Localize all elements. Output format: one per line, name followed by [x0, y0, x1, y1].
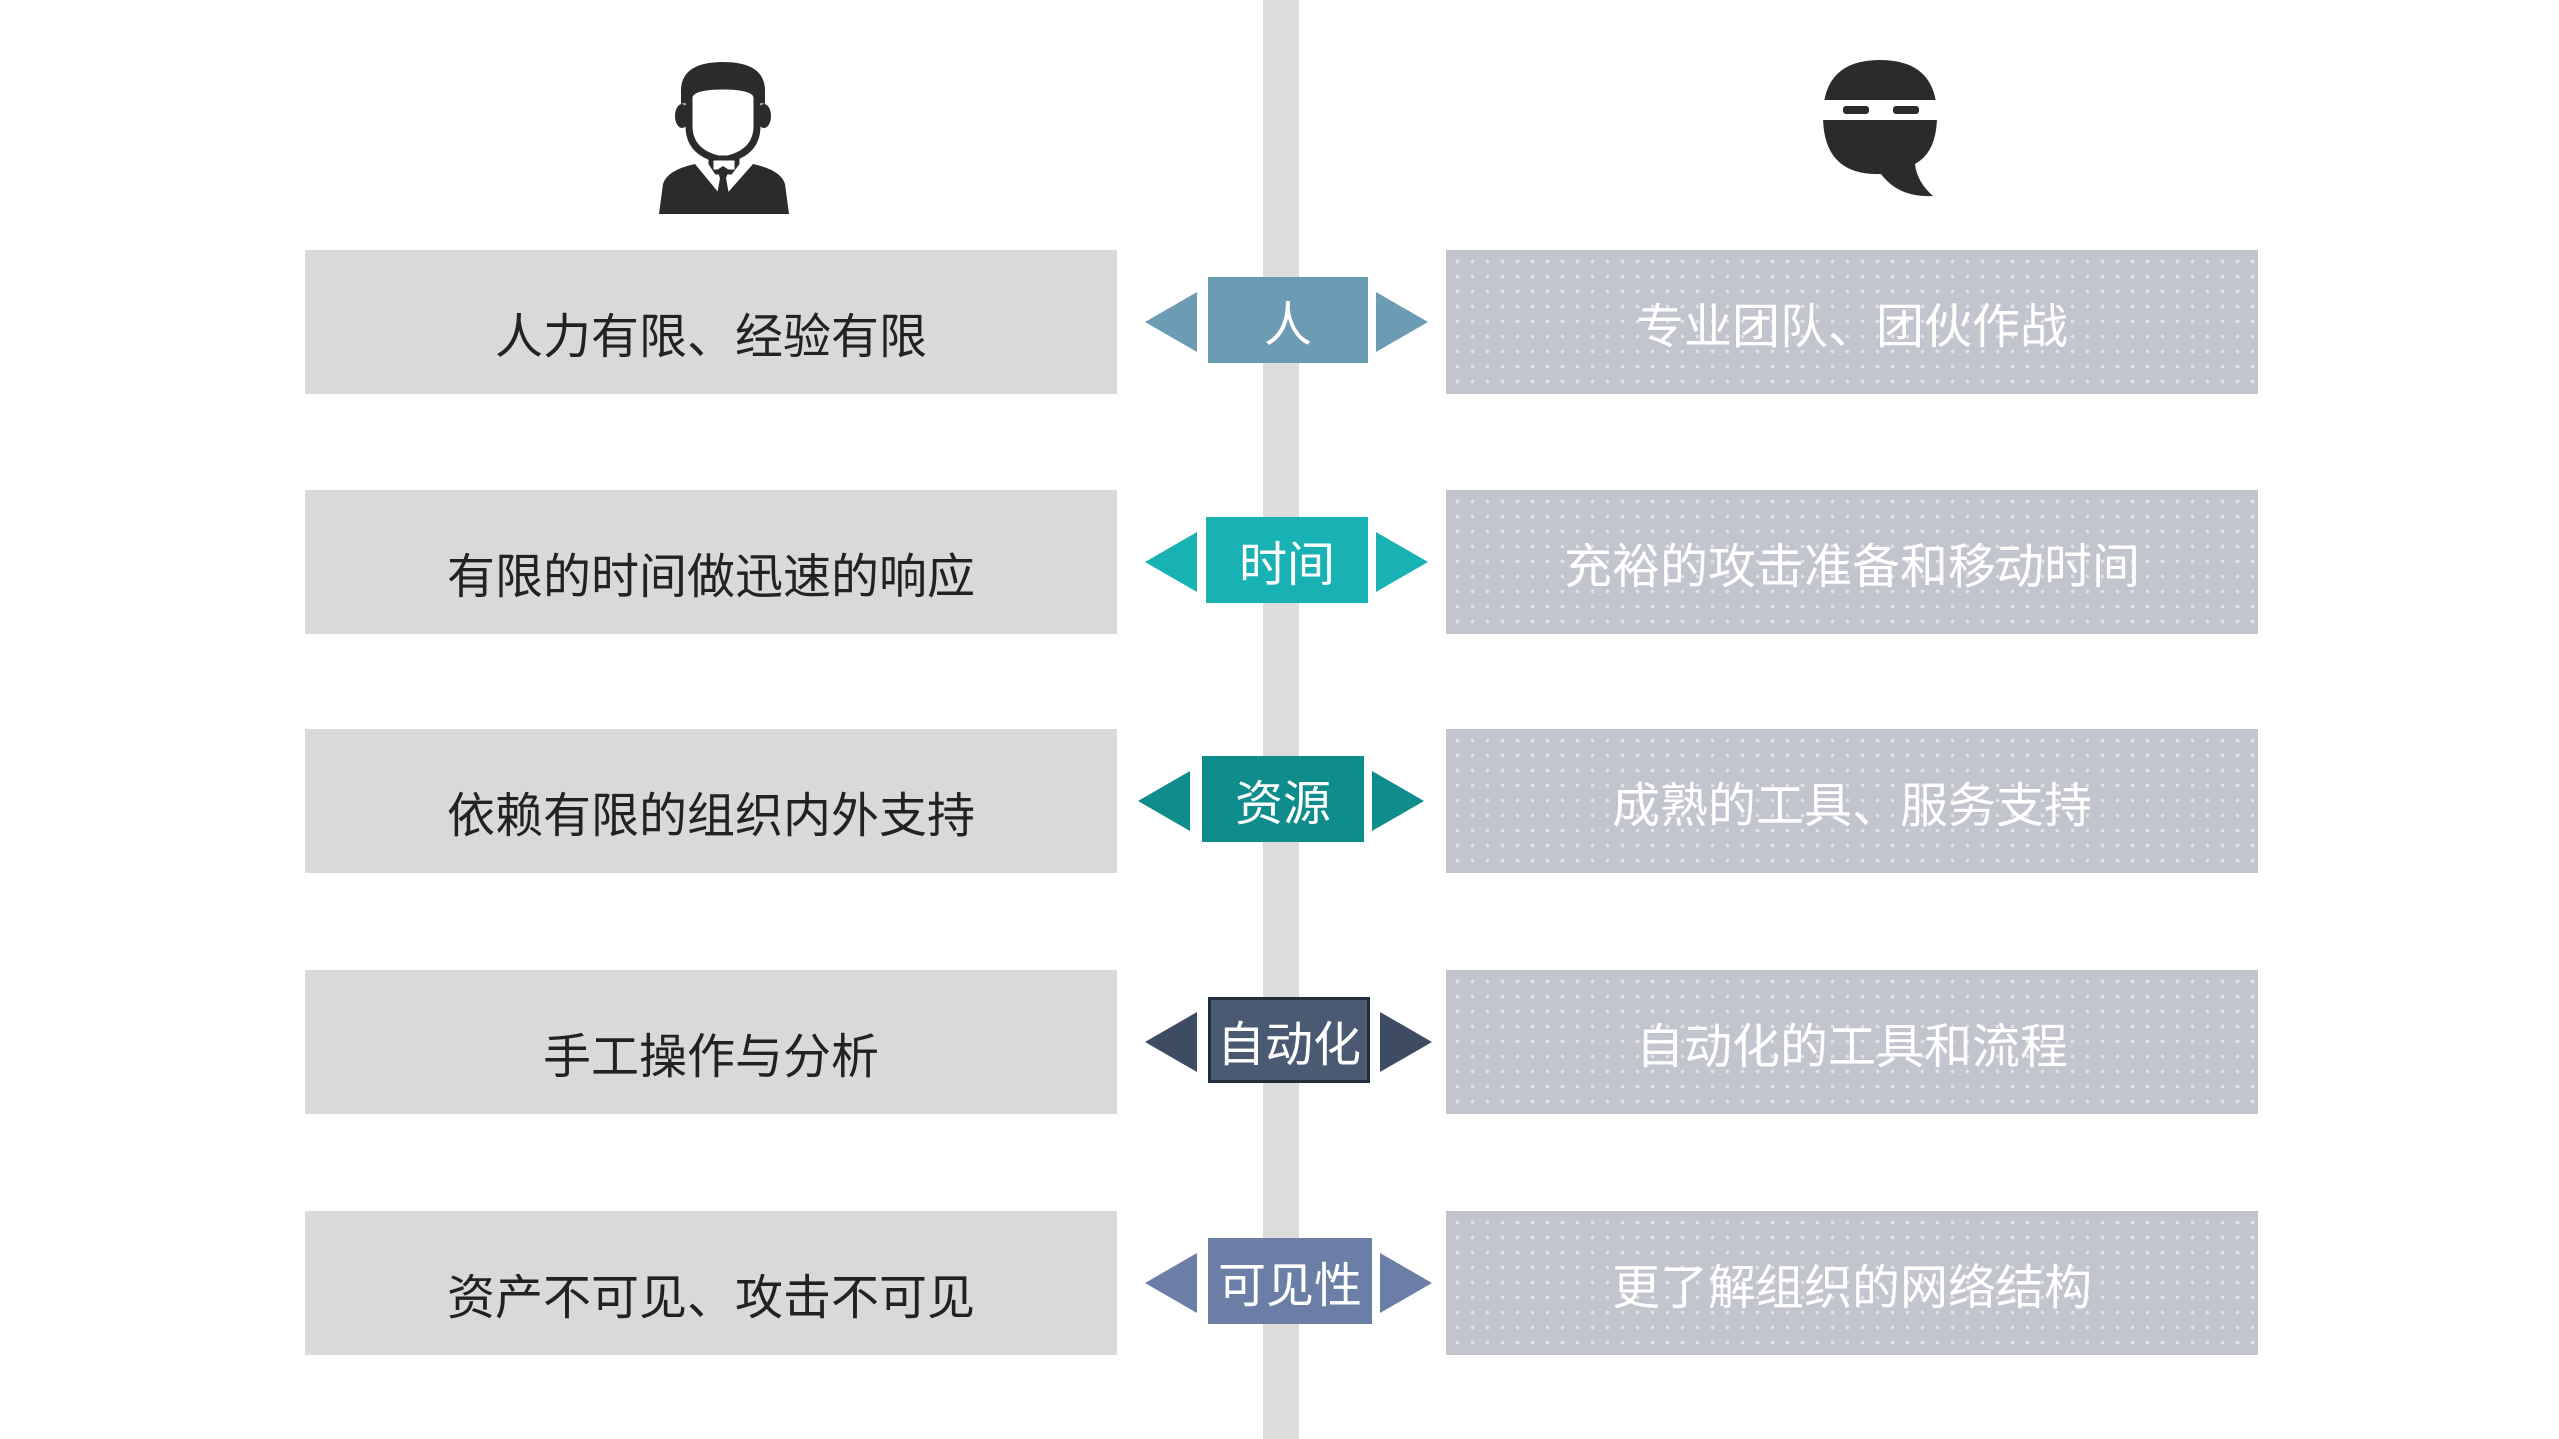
comparison-row-automation: 手工操作与分析 自动化 自动化的工具和流程	[0, 970, 2559, 1114]
arrow-left-icon	[1138, 771, 1190, 831]
defender-text: 人力有限、经验有限	[494, 309, 927, 365]
attacker-text: 自动化的工具和流程	[1635, 1019, 2068, 1075]
comparison-row-visibility: 资产不可见、攻击不可见 可见性 更了解组织的网络结构	[0, 1211, 2559, 1355]
arrow-right-icon	[1380, 1012, 1432, 1072]
attacker-text: 更了解组织的网络结构	[1611, 1260, 2092, 1316]
comparison-row-time: 有限的时间做迅速的响应 时间 充裕的攻击准备和移动时间	[0, 490, 2559, 634]
comparison-row-people: 人力有限、经验有限 人 专业团队、团伙作战	[0, 250, 2559, 394]
attacker-box: 成熟的工具、服务支持	[1446, 729, 2258, 873]
category-tag: 时间	[1206, 517, 1368, 603]
attacker-text: 专业团队、团伙作战	[1635, 299, 2068, 355]
defender-box: 依赖有限的组织内外支持	[305, 729, 1117, 873]
category-label: 自动化	[1216, 1017, 1361, 1073]
arrow-left-icon	[1145, 292, 1197, 352]
arrow-right-icon	[1380, 1253, 1432, 1313]
attacker-text: 成熟的工具、服务支持	[1611, 778, 2092, 834]
person-suit-icon	[659, 62, 789, 214]
attacker-box: 充裕的攻击准备和移动时间	[1446, 490, 2258, 634]
defender-text: 手工操作与分析	[542, 1029, 879, 1085]
arrow-right-icon	[1376, 532, 1428, 592]
center-divider	[1263, 0, 1299, 1439]
attacker-box: 更了解组织的网络结构	[1446, 1211, 2258, 1355]
defender-box: 人力有限、经验有限	[305, 250, 1117, 394]
arrow-right-icon	[1372, 771, 1424, 831]
attacker-box: 自动化的工具和流程	[1446, 970, 2258, 1114]
defender-text: 有限的时间做迅速的响应	[446, 549, 975, 605]
category-label: 人	[1263, 297, 1312, 353]
category-tag: 人	[1208, 277, 1368, 363]
defender-text: 资产不可见、攻击不可见	[446, 1270, 975, 1326]
arrow-left-icon	[1145, 1012, 1197, 1072]
attacker-box: 专业团队、团伙作战	[1446, 250, 2258, 394]
defender-box: 手工操作与分析	[305, 970, 1117, 1114]
category-tag: 自动化	[1208, 997, 1370, 1083]
category-tag: 资源	[1202, 756, 1364, 842]
defender-text: 依赖有限的组织内外支持	[446, 788, 975, 844]
masked-hacker-icon	[1823, 60, 1937, 197]
defender-box: 资产不可见、攻击不可见	[305, 1211, 1117, 1355]
arrow-right-icon	[1376, 292, 1428, 352]
category-label: 时间	[1238, 537, 1335, 593]
comparison-row-resources: 依赖有限的组织内外支持 资源 成熟的工具、服务支持	[0, 729, 2559, 873]
arrow-left-icon	[1145, 1253, 1197, 1313]
attacker-text: 充裕的攻击准备和移动时间	[1563, 539, 2140, 595]
category-tag: 可见性	[1208, 1238, 1372, 1324]
category-label: 可见性	[1217, 1258, 1362, 1314]
defender-box: 有限的时间做迅速的响应	[305, 490, 1117, 634]
arrow-left-icon	[1145, 532, 1197, 592]
category-label: 资源	[1234, 776, 1331, 832]
